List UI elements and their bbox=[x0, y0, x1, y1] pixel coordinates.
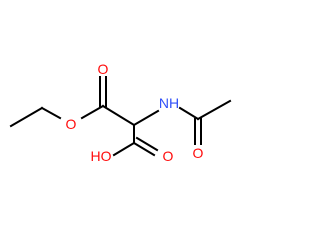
bond-ch3-ch2 bbox=[9, 106, 44, 128]
bond-ch2-ester-o bbox=[40, 106, 62, 120]
amide-carbonyl-oxygen-label: O bbox=[193, 145, 204, 161]
ester-oxygen-label: O bbox=[66, 116, 77, 132]
bond-n-amide-c bbox=[178, 106, 200, 121]
bond-ester-c-alpha bbox=[101, 104, 136, 127]
bond-ester-o-carbonyl-c bbox=[80, 104, 105, 120]
bond-alpha-n bbox=[132, 109, 160, 127]
ester-carbonyl-oxygen-label: O bbox=[98, 61, 109, 77]
amide-nitrogen-label: NH bbox=[159, 95, 179, 111]
bond-acid-c-o-2 bbox=[135, 136, 159, 152]
acid-hydroxyl-label: HO bbox=[91, 148, 112, 164]
bond-acid-c-o-1 bbox=[132, 141, 156, 157]
bond-acid-c-oh bbox=[112, 141, 136, 157]
bond-amide-c-ch3 bbox=[196, 99, 232, 121]
acid-carbonyl-oxygen-label: O bbox=[163, 148, 174, 164]
structure-canvas: O O NH O HO O bbox=[9, 61, 232, 164]
